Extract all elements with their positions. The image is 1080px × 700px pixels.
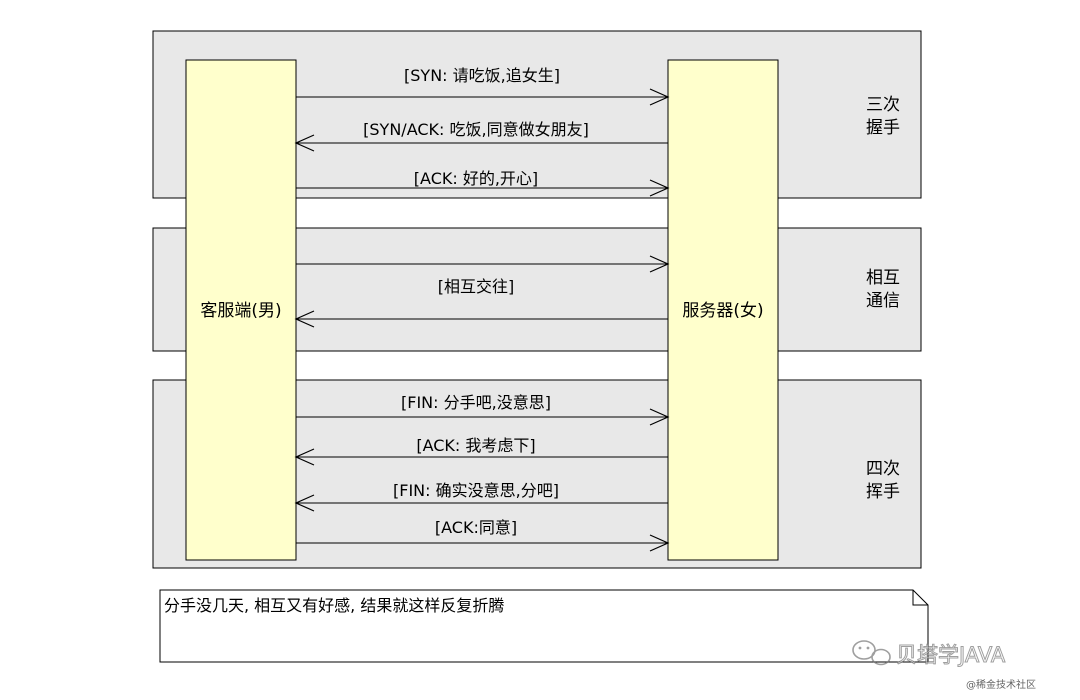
section-label-communication-2: 通信 — [866, 291, 900, 311]
note-fold — [912, 590, 928, 606]
message-communicate: [相互交往] — [438, 277, 515, 296]
watermark: 贝塔学JAVA @稀金技术社区 — [852, 640, 1036, 691]
note-box — [159, 589, 929, 663]
message-syn-ack: [SYN/ACK: 吃饭,同意做女朋友] — [363, 120, 589, 139]
client-label: 客服端(男) — [200, 301, 281, 321]
note-text: 分手没几天, 相互又有好感, 结果就这样反复折腾 — [164, 596, 504, 615]
section-label-handshake-2: 握手 — [866, 118, 900, 138]
wechat-icon — [852, 640, 891, 666]
watermark-brand: 贝塔学JAVA — [896, 643, 1006, 667]
section-label-handshake-1: 三次 — [866, 95, 900, 115]
watermark-site: @稀金技术社区 — [966, 678, 1036, 691]
server-label: 服务器(女) — [682, 301, 763, 321]
message-ack: [ACK: 好的,开心] — [414, 169, 538, 188]
message-fin2: [FIN: 确实没意思,分吧] — [393, 481, 559, 500]
message-fin1: [FIN: 分手吧,没意思] — [401, 393, 551, 412]
message-ack2: [ACK: 我考虑下] — [416, 436, 535, 455]
participant-server — [667, 59, 779, 561]
participant-client — [185, 59, 297, 561]
section-label-wave-2: 挥手 — [866, 482, 900, 502]
section-label-communication-1: 相互 — [866, 268, 900, 288]
message-syn: [SYN: 请吃饭,追女生] — [404, 66, 560, 85]
message-ack3: [ACK:同意] — [435, 518, 517, 537]
section-label-wave-1: 四次 — [866, 459, 900, 479]
